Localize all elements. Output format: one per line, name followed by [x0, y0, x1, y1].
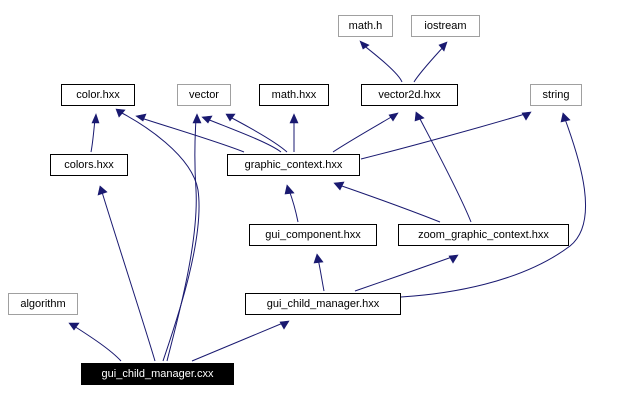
- node-gui-child-manager-hxx[interactable]: gui_child_manager.hxx: [245, 293, 401, 315]
- node-graphic-context-hxx[interactable]: graphic_context.hxx: [227, 154, 360, 176]
- node-math-h[interactable]: math.h: [338, 15, 393, 37]
- node-string[interactable]: string: [530, 84, 582, 106]
- edge-colors-to-color: [90, 113, 100, 153]
- node-gui-component-hxx[interactable]: gui_component.hxx: [249, 224, 377, 246]
- node-label-algorithm: algorithm: [20, 297, 66, 310]
- edge-vector2d-to-iostream: [413, 41, 448, 83]
- node-label-gui-child-manager-hxx: gui_child_manager.hxx: [266, 297, 380, 310]
- node-algorithm[interactable]: algorithm: [8, 293, 78, 315]
- node-label-string: string: [542, 88, 570, 101]
- edge-zoom-graphic-context-to-graphic-context: [333, 181, 441, 223]
- edge-graphic-context-to-color: [135, 113, 245, 153]
- node-gui-child-manager-cxx[interactable]: gui_child_manager.cxx: [81, 363, 234, 385]
- edge-graphic-context-to-vector-a: [201, 115, 282, 153]
- node-iostream[interactable]: iostream: [411, 15, 480, 37]
- edge-graphic-context-to-math-hxx: [289, 113, 299, 152]
- edge-vector2d-to-math-h: [359, 40, 403, 83]
- edge-graphic-context-to-vector2d: [332, 112, 399, 153]
- node-label-vector: vector: [189, 88, 219, 101]
- edge-zoom-graphic-context-to-vector2d: [414, 111, 472, 223]
- node-label-math-h: math.h: [348, 19, 383, 32]
- edge-gui-child-manager-cxx-to-colors: [97, 185, 156, 362]
- node-math-hxx[interactable]: math.hxx: [259, 84, 329, 106]
- node-label-graphic-context-hxx: graphic_context.hxx: [244, 158, 343, 171]
- edge-graphic-context-to-string: [360, 111, 532, 160]
- node-label-colors-hxx: colors.hxx: [64, 158, 114, 171]
- node-label-math-hxx: math.hxx: [271, 88, 317, 101]
- edge-gui-child-manager-cxx-to-algorithm: [68, 322, 122, 362]
- node-colors-hxx[interactable]: colors.hxx: [50, 154, 128, 176]
- edge-gui-child-manager-cxx-to-color: [115, 108, 200, 362]
- node-vector2d-hxx[interactable]: vector2d.hxx: [361, 84, 458, 106]
- node-label-vector2d-hxx: vector2d.hxx: [378, 88, 441, 101]
- node-label-color-hxx: color.hxx: [76, 88, 120, 101]
- node-label-zoom-graphic-context-hxx: zoom_graphic_context.hxx: [418, 228, 549, 241]
- edge-gui-component-to-graphic-context: [284, 184, 299, 223]
- edge-gui-child-manager-hxx-to-gui-component: [313, 253, 325, 292]
- edge-gui-child-manager-cxx-to-gui-child-manager-hxx: [191, 320, 290, 362]
- node-label-iostream: iostream: [424, 19, 467, 32]
- edge-gui-child-manager-hxx-to-string: [400, 112, 587, 298]
- node-color-hxx[interactable]: color.hxx: [61, 84, 135, 106]
- node-vector[interactable]: vector: [177, 84, 231, 106]
- node-label-gui-child-manager-cxx: gui_child_manager.cxx: [101, 367, 214, 380]
- edge-gui-child-manager-hxx-to-zoom-graphic-context: [354, 254, 459, 292]
- node-zoom-graphic-context-hxx[interactable]: zoom_graphic_context.hxx: [398, 224, 569, 246]
- node-label-gui-component-hxx: gui_component.hxx: [265, 228, 361, 241]
- edge-gui-child-manager-cxx-to-vector: [166, 113, 202, 362]
- edge-graphic-context-to-vector-b: [225, 113, 288, 153]
